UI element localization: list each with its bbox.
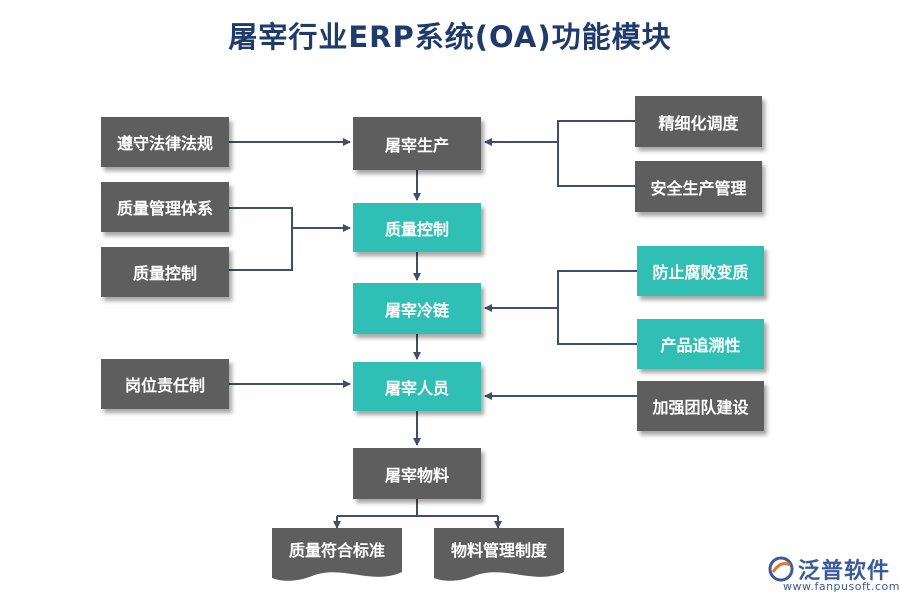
logo-url: www.fanpusoft.com [783, 580, 900, 593]
post-responsibility-box: 岗位责任制 [101, 359, 229, 409]
arrow-quality-left-to-center [229, 207, 293, 271]
anti-corruption-box: 防止腐败变质 [637, 246, 764, 296]
materials-box: 屠宰物料 [353, 448, 481, 499]
logo-name: 泛普软件 [798, 559, 891, 584]
fanpu-logo: 泛普软件 [768, 553, 890, 585]
fine-scheduling-box: 精细化调度 [635, 96, 762, 147]
personnel-label: 屠宰人员 [384, 378, 449, 398]
production-box: 屠宰生产 [353, 117, 481, 170]
cold-chain-box: 屠宰冷链 [353, 283, 481, 334]
safety-management-label: 安全生产管理 [650, 178, 747, 198]
team-building-label: 加强团队建设 [652, 398, 749, 417]
materials-label: 屠宰物料 [384, 465, 449, 485]
team-building-box: 加强团队建设 [637, 381, 764, 431]
anti-corruption-label: 防止腐败变质 [652, 263, 749, 282]
page-title: 屠宰行业ERP系统(OA)功能模块 [228, 20, 672, 54]
arrow-materials-split [337, 499, 418, 517]
quality-standard-label: 质量符合标准 [288, 541, 385, 560]
quality-control-left-box: 质量控制 [101, 247, 229, 297]
traceability-label: 产品追溯性 [660, 336, 741, 355]
material-system-label: 物料管理制度 [450, 541, 547, 560]
law-box: 遵守法律法规 [101, 117, 229, 167]
material-system-doc: 物料管理制度 [434, 528, 564, 584]
arrow-right-to-production [557, 120, 635, 187]
quality-standard-doc: 质量符合标准 [272, 528, 402, 584]
traceability-box: 产品追溯性 [637, 319, 764, 369]
post-responsibility-label: 岗位责任制 [124, 376, 205, 395]
quality-control-box: 质量控制 [353, 203, 481, 252]
fanpu-logo-icon [768, 556, 794, 582]
personnel-box: 屠宰人员 [353, 362, 481, 411]
safety-management-box: 安全生产管理 [635, 161, 762, 212]
fine-scheduling-label: 精细化调度 [658, 113, 739, 133]
quality-control-label: 质量控制 [384, 219, 449, 239]
cold-chain-label: 屠宰冷链 [384, 300, 449, 320]
quality-control-left-label: 质量控制 [132, 264, 197, 283]
production-label: 屠宰生产 [384, 135, 449, 155]
arrow-right-to-cold-chain [557, 270, 637, 345]
quality-system-box: 质量管理体系 [101, 182, 229, 232]
law-label: 遵守法律法规 [116, 134, 213, 153]
quality-system-label: 质量管理体系 [116, 199, 213, 218]
